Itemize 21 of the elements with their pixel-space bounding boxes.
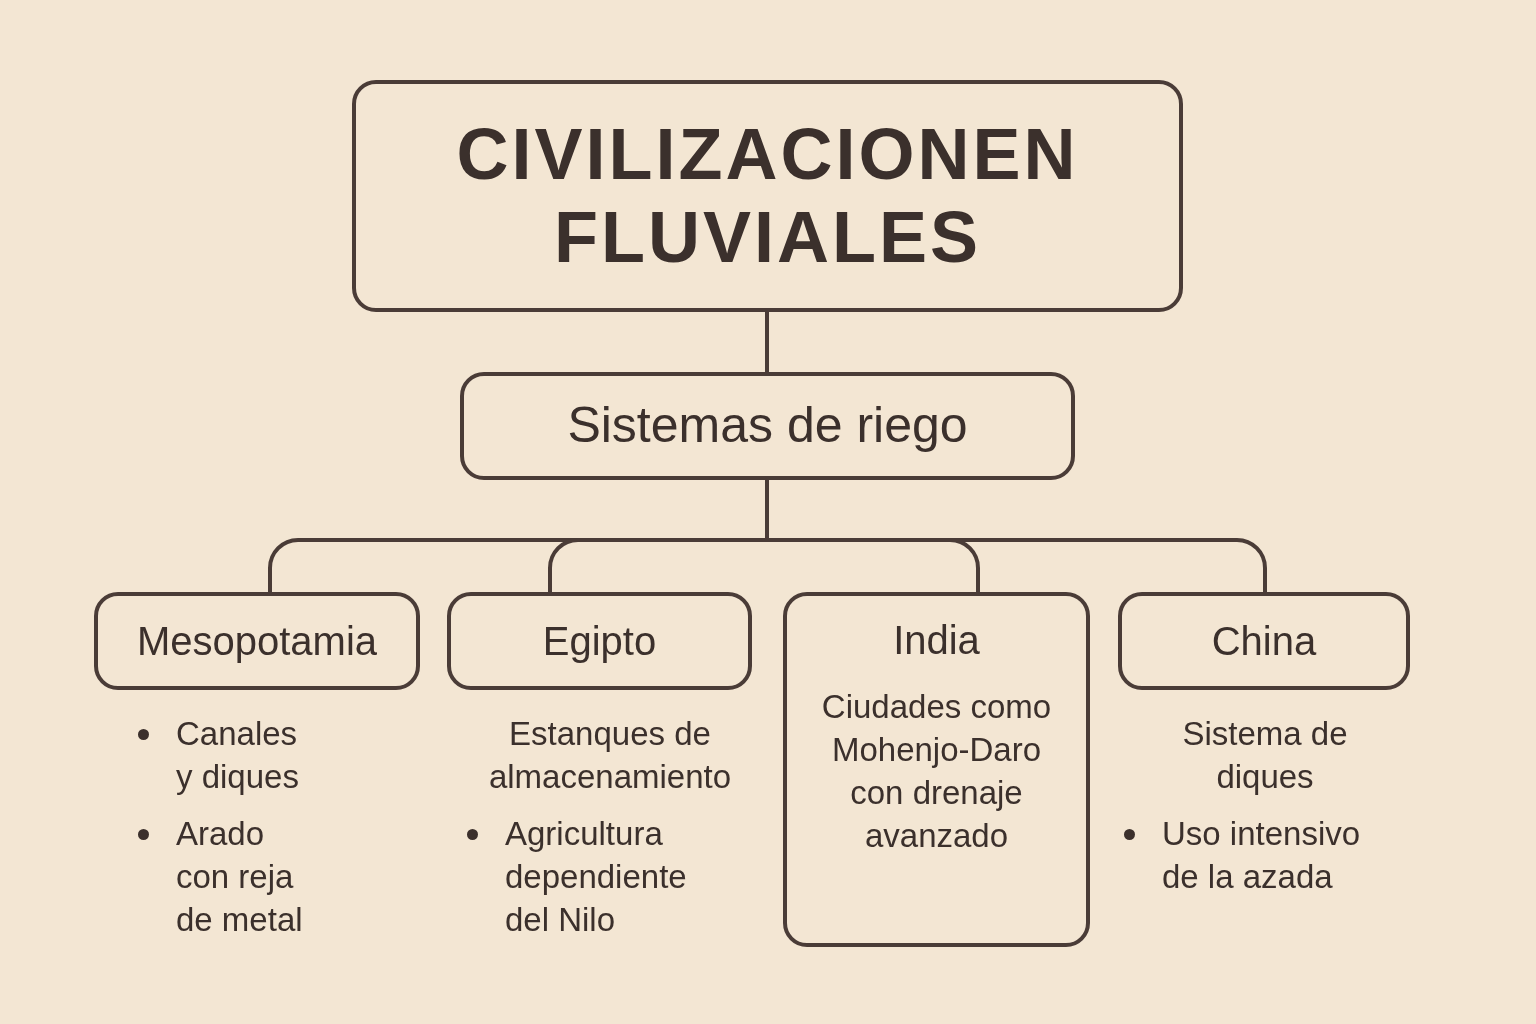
note-text: Estanques de almacenamiento xyxy=(487,714,733,797)
note-text: Arado con reja de metal xyxy=(176,814,304,940)
civilization-box xyxy=(783,592,1090,947)
note-text: Canales y diques xyxy=(176,714,300,797)
title-box xyxy=(352,80,1183,312)
connector-line xyxy=(765,480,1267,592)
node-title: Egipto xyxy=(542,618,657,664)
connector-line xyxy=(765,312,769,372)
civilization-box xyxy=(94,592,420,690)
node-title: Mesopotamia xyxy=(136,618,378,664)
civilization-box xyxy=(1118,592,1410,690)
node-title: China xyxy=(1211,618,1317,664)
note-text: Uso intensivo de la azada xyxy=(1162,814,1362,897)
note-text: Agricultura dependiente del Nilo xyxy=(505,814,688,940)
node-description: Ciudades como Mohenjo-Daro con drenaje avanzado xyxy=(820,687,1053,856)
main-topic-title: CIVILIZACIONEN FLUVIALES xyxy=(455,113,1080,279)
civilization-box xyxy=(447,592,752,690)
note-text: Sistema de diques xyxy=(1181,714,1349,797)
category-box xyxy=(460,372,1075,480)
node-title: India xyxy=(893,617,980,663)
node-title: Sistemas de riego xyxy=(567,397,968,455)
